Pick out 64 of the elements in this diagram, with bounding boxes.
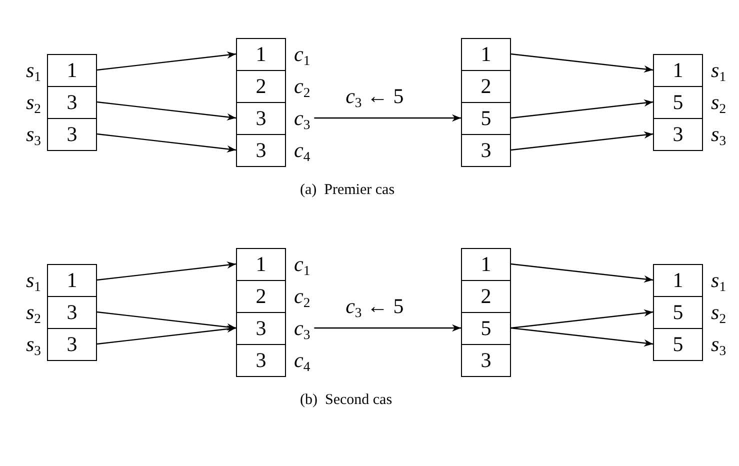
- array-cell: 3: [236, 134, 286, 167]
- array-cell: 3: [47, 328, 97, 361]
- arrow: [510, 263, 654, 283]
- arrow: [96, 133, 236, 153]
- variable-label: c$_{4}$: [294, 138, 310, 162]
- variable-label: s$_{3}$: [26, 122, 41, 146]
- array-cell: 1: [47, 54, 97, 87]
- array-cell: 2: [461, 280, 511, 313]
- array-cell: 1: [653, 264, 703, 297]
- array-cell: 3: [47, 86, 97, 119]
- array-cell: 1: [236, 38, 286, 71]
- subfigure-caption: (b) Second cas: [300, 392, 392, 409]
- array-cell: 1: [653, 54, 703, 87]
- variable-label: s$_{3}$: [711, 332, 726, 356]
- array-cell: 5: [461, 102, 511, 135]
- array-cell: 1: [461, 248, 511, 281]
- variable-label: c$_{2}$: [294, 284, 310, 308]
- variable-label: s$_{2}$: [711, 300, 726, 324]
- array-cell: 3: [236, 344, 286, 377]
- array-cell: 3: [47, 118, 97, 151]
- variable-label: s$_{2}$: [711, 90, 726, 114]
- array-cell: 5: [461, 312, 511, 345]
- variable-label: c$_{1}$: [294, 42, 310, 66]
- subfigure-caption: (a) Premier cas: [300, 182, 395, 199]
- array-cell: 1: [461, 38, 511, 71]
- array-cell: 3: [236, 312, 286, 345]
- arrow: [314, 324, 461, 332]
- array-cell: 2: [461, 70, 511, 103]
- variable-label: c$_{3}$: [294, 316, 310, 340]
- variable-label: s$_{3}$: [711, 122, 726, 146]
- variable-label: s$_{2}$: [26, 300, 41, 324]
- array-cell: 5: [653, 86, 703, 119]
- arrow: [510, 53, 654, 73]
- array-cell: 3: [461, 134, 511, 167]
- array-cell: 3: [236, 102, 286, 135]
- arrow: [96, 261, 236, 281]
- array-cell: 1: [47, 264, 97, 297]
- array-cell: 5: [653, 328, 703, 361]
- array-cell: 2: [236, 280, 286, 313]
- arrow: [96, 101, 236, 121]
- arrow: [96, 311, 236, 331]
- arrow: [510, 131, 654, 151]
- arrow: [96, 51, 236, 71]
- arrow: [96, 325, 236, 345]
- variable-label: s$_{1}$: [711, 58, 726, 82]
- variable-label: s$_{3}$: [26, 332, 41, 356]
- array-cell: 3: [653, 118, 703, 151]
- arrow: [314, 114, 461, 122]
- arrow: [510, 99, 654, 119]
- variable-label: c$_{1}$: [294, 252, 310, 276]
- variable-label: s$_{1}$: [26, 58, 41, 82]
- variable-label: s$_{2}$: [26, 90, 41, 114]
- array-cell: 3: [47, 296, 97, 329]
- arrow: [510, 309, 654, 329]
- variable-label: c$_{3}$: [294, 106, 310, 130]
- variable-label: s$_{1}$: [711, 268, 726, 292]
- array-cell: 1: [236, 248, 286, 281]
- variable-label: c$_{2}$: [294, 74, 310, 98]
- array-cell: 2: [236, 70, 286, 103]
- variable-label: c$_{4}$: [294, 348, 310, 372]
- arrow: [510, 327, 654, 347]
- variable-label: s$_{1}$: [26, 268, 41, 292]
- array-cell: 3: [461, 344, 511, 377]
- array-cell: 5: [653, 296, 703, 329]
